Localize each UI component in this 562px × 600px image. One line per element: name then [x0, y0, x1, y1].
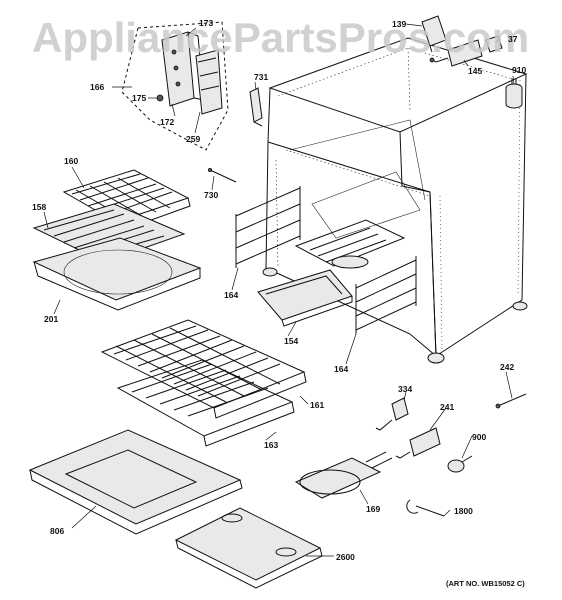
broiler-pan-201[interactable]: [32, 237, 202, 311]
rack-support-right[interactable]: [355, 256, 417, 334]
capacitor-910[interactable]: [505, 78, 523, 109]
callout-labels: 173 166 175 172 259 731 139 37 145 910 1…: [32, 18, 526, 562]
callout-169[interactable]: 169: [366, 504, 380, 514]
callout-900[interactable]: 900: [472, 432, 486, 442]
callout-2600[interactable]: 2600: [336, 552, 355, 562]
broil-burner-assembly[interactable]: [294, 219, 406, 269]
callout-158[interactable]: 158: [32, 202, 46, 212]
callout-145[interactable]: 145: [468, 66, 482, 76]
callout-164-left[interactable]: 164: [224, 290, 238, 300]
callout-175[interactable]: 175: [132, 93, 146, 103]
callout-154[interactable]: 154: [284, 336, 298, 346]
callout-160[interactable]: 160: [64, 156, 78, 166]
bottom-cover-2600[interactable]: [174, 507, 323, 589]
watermark-text: AppliancePartsPros.com: [32, 14, 529, 61]
rack-support-left[interactable]: [235, 186, 301, 268]
valve-334[interactable]: [375, 397, 409, 431]
oven-cabinet[interactable]: [262, 37, 528, 364]
callout-1800[interactable]: 1800: [454, 506, 473, 516]
callout-806[interactable]: 806: [50, 526, 64, 536]
oven-rack-161[interactable]: [100, 319, 307, 419]
callout-173[interactable]: 173: [199, 18, 213, 28]
bracket-731[interactable]: [249, 87, 263, 127]
igniter-139[interactable]: [421, 15, 447, 53]
callout-731[interactable]: 731: [254, 72, 268, 82]
drip-pan-154[interactable]: [257, 269, 353, 327]
fitting-900[interactable]: [447, 455, 473, 473]
oven-rack-163[interactable]: [116, 359, 295, 447]
probe-242[interactable]: [495, 393, 527, 409]
callout-172[interactable]: 172: [160, 117, 174, 127]
callout-163[interactable]: 163: [264, 440, 278, 450]
callout-161[interactable]: 161: [310, 400, 324, 410]
callout-730[interactable]: 730: [204, 190, 218, 200]
bake-burner-169[interactable]: [294, 451, 393, 499]
pin-730[interactable]: [207, 167, 237, 183]
control-bracket-assembly[interactable]: [121, 21, 229, 151]
callout-259[interactable]: 259: [186, 134, 200, 144]
igniter-241[interactable]: [395, 427, 441, 459]
art-number: (ART NO. WB15052 C): [446, 579, 525, 588]
wrench-1800[interactable]: [406, 499, 445, 517]
callout-166[interactable]: 166: [90, 82, 104, 92]
callout-910[interactable]: 910: [512, 65, 526, 75]
callout-37[interactable]: 37: [508, 34, 518, 44]
callout-201[interactable]: 201: [44, 314, 58, 324]
sensor-145[interactable]: [429, 39, 483, 67]
callout-334[interactable]: 334: [398, 384, 412, 394]
callout-241[interactable]: 241: [440, 402, 454, 412]
callout-242[interactable]: 242: [500, 362, 514, 372]
callout-139[interactable]: 139: [392, 19, 406, 29]
callout-164-right[interactable]: 164: [334, 364, 348, 374]
leader-lines: [43, 23, 515, 557]
oven-bottom-806[interactable]: [28, 429, 243, 535]
